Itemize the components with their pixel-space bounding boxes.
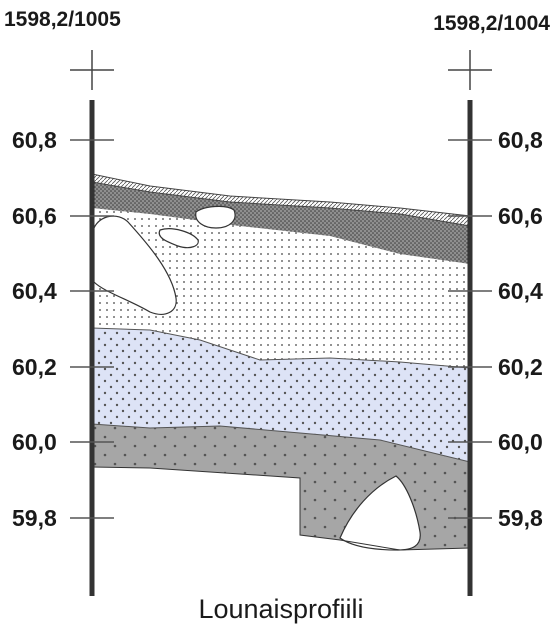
elevation-label-right: 60,4: [498, 278, 543, 304]
right-point-label: 1598,2/1004: [433, 12, 550, 35]
elevation-label-left: 60,2: [12, 354, 57, 380]
left-ticks: [70, 139, 114, 519]
left-benchmark-cross-icon: [70, 50, 114, 90]
blue-layer: [92, 328, 470, 462]
elevation-label-left: 60,8: [12, 127, 57, 153]
right-ticks: [448, 139, 492, 519]
elevation-label-left: 59,8: [12, 505, 57, 531]
elevation-label-left: 60,6: [12, 203, 57, 229]
right-benchmark-cross-icon: [448, 50, 492, 90]
left-elevation-labels: 60,8 60,6 60,4 60,2 60,0 59,8: [12, 127, 57, 531]
right-elevation-labels: 60,8 60,6 60,4 60,2 60,0 59,8: [498, 127, 543, 531]
stone-bottom: [339, 475, 421, 551]
boundaries: [91, 327, 471, 551]
elevation-label-left: 60,4: [12, 278, 57, 304]
stone-small: [158, 228, 199, 249]
left-point-label: 1598,2/1005: [4, 8, 121, 31]
elevation-label-right: 60,6: [498, 203, 543, 229]
elevation-label-right: 60,2: [498, 354, 543, 380]
stone-upper: [195, 205, 236, 229]
elevation-label-right: 60,8: [498, 127, 543, 153]
dark-layer: [92, 182, 470, 264]
stone-left: [93, 215, 177, 315]
elevation-label-left: 60,0: [12, 429, 57, 455]
elevation-label-right: 60,0: [498, 429, 543, 455]
stones: [93, 205, 421, 551]
profile-title: Lounaisprofiili: [198, 594, 363, 624]
elevation-label-right: 59,8: [498, 505, 543, 531]
